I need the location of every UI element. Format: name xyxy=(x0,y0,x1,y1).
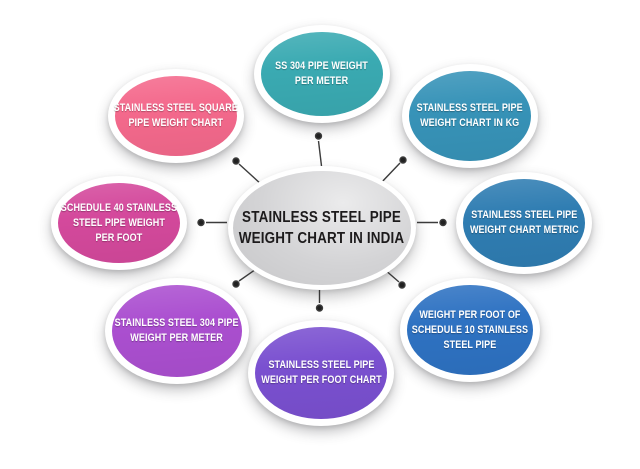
node-label-line: PIPE WEIGHT CHART xyxy=(128,117,224,129)
node-bubble: STAINLESS STEEL PIPE WEIGHT CHART METRIC xyxy=(463,179,585,267)
node-stainless-steel-304-pipe-weight-per-meter: STAINLESS STEEL 304 PIPE WEIGHT PER METE… xyxy=(105,278,249,384)
connector-bottom xyxy=(315,290,324,312)
node-stainless-steel-square-pipe-weight-chart: STAINLESS STEEL SQUARE PIPE WEIGHT CHART xyxy=(108,69,244,163)
node-label-line: PER METER xyxy=(295,75,349,87)
node-bubble: STAINLESS STEEL PIPE WEIGHT PER FOOT CHA… xyxy=(255,327,387,419)
node-weight-per-foot-schedule-10-stainless-steel-pipe: WEIGHT PER FOOT OF SCHEDULE 10 STAINLESS… xyxy=(400,278,540,382)
node-label: WEIGHT PER FOOT OF SCHEDULE 10 STAINLESS… xyxy=(412,308,528,353)
node-label: SS 304 PIPE WEIGHT PER METER xyxy=(276,59,369,89)
center-hub-label: STAINLESS STEEL PIPE WEIGHT CHART IN IND… xyxy=(239,207,405,249)
connector-left xyxy=(197,218,227,227)
node-label-line: WEIGHT CHART IN KG xyxy=(420,117,520,129)
node-bubble: WEIGHT PER FOOT OF SCHEDULE 10 STAINLESS… xyxy=(407,285,533,375)
node-label-line: STEEL PIPE WEIGHT xyxy=(73,216,165,229)
node-label-line: WEIGHT PER FOOT OF xyxy=(419,308,521,321)
node-ss-304-pipe-weight-per-meter: SS 304 PIPE WEIGHT PER METER xyxy=(254,25,390,123)
node-label: STAINLESS STEEL SQUARE PIPE WEIGHT CHART xyxy=(114,101,238,131)
node-label: STAINLESS STEEL PIPE WEIGHT PER FOOT CHA… xyxy=(261,358,381,388)
center-hub-label-line: WEIGHT CHART IN INDIA xyxy=(239,230,405,247)
node-label-line: STEEL PIPE xyxy=(443,338,497,351)
node-label: STAINLESS STEEL PIPE WEIGHT CHART IN KG xyxy=(417,101,523,131)
node-label-line: STAINLESS STEEL PIPE xyxy=(267,359,375,371)
connector-top-left xyxy=(232,157,263,186)
node-stainless-steel-pipe-weight-per-foot-chart: STAINLESS STEEL PIPE WEIGHT PER FOOT CHA… xyxy=(248,320,394,426)
node-label-line: SCHEDULE 10 STAINLESS xyxy=(411,323,529,336)
node-stainless-steel-pipe-weight-chart-in-kg: STAINLESS STEEL PIPE WEIGHT CHART IN KG xyxy=(402,64,538,168)
connector-right xyxy=(417,218,447,227)
node-label-line: STAINLESS STEEL SQUARE xyxy=(113,102,239,114)
node-bubble: SS 304 PIPE WEIGHT PER METER xyxy=(261,32,383,116)
connector-top-right xyxy=(379,156,407,185)
node-label-line: PER FOOT xyxy=(95,231,143,244)
node-label-line: SS 304 PIPE WEIGHT xyxy=(275,60,369,72)
node-schedule-40-stainless-steel-pipe-weight-per-foot: SCHEDULE 40 STAINLESS STEEL PIPE WEIGHT … xyxy=(51,176,187,270)
node-bubble: SCHEDULE 40 STAINLESS STEEL PIPE WEIGHT … xyxy=(58,183,180,263)
node-bubble: STAINLESS STEEL SQUARE PIPE WEIGHT CHART xyxy=(114,76,238,156)
node-label: STAINLESS STEEL 304 PIPE WEIGHT PER METE… xyxy=(115,316,239,346)
node-label-line: STAINLESS STEEL 304 PIPE xyxy=(115,317,239,329)
center-hub-bubble: STAINLESS STEEL PIPE WEIGHT CHART IN IND… xyxy=(233,171,411,285)
node-label-line: SCHEDULE 40 STAINLESS xyxy=(60,201,178,214)
node-label: SCHEDULE 40 STAINLESS STEEL PIPE WEIGHT … xyxy=(61,201,177,246)
node-label-line: WEIGHT PER METER xyxy=(130,332,224,344)
node-label-line: STAINLESS STEEL PIPE xyxy=(416,102,524,114)
node-label-line: WEIGHT PER FOOT CHART xyxy=(260,374,382,386)
connector-top xyxy=(314,132,323,167)
node-bubble: STAINLESS STEEL PIPE WEIGHT CHART IN KG xyxy=(409,71,531,161)
center-hub-node: STAINLESS STEEL PIPE WEIGHT CHART IN IND… xyxy=(228,166,416,290)
center-hub-label-line: STAINLESS STEEL PIPE xyxy=(242,209,402,226)
node-bubble: STAINLESS STEEL 304 PIPE WEIGHT PER METE… xyxy=(112,285,242,377)
node-label-line: STAINLESS STEEL PIPE xyxy=(470,209,578,221)
node-label: STAINLESS STEEL PIPE WEIGHT CHART METRIC xyxy=(470,208,579,238)
node-stainless-steel-pipe-weight-chart-metric: STAINLESS STEEL PIPE WEIGHT CHART METRIC xyxy=(456,172,592,274)
node-label-line: WEIGHT CHART METRIC xyxy=(469,224,579,236)
